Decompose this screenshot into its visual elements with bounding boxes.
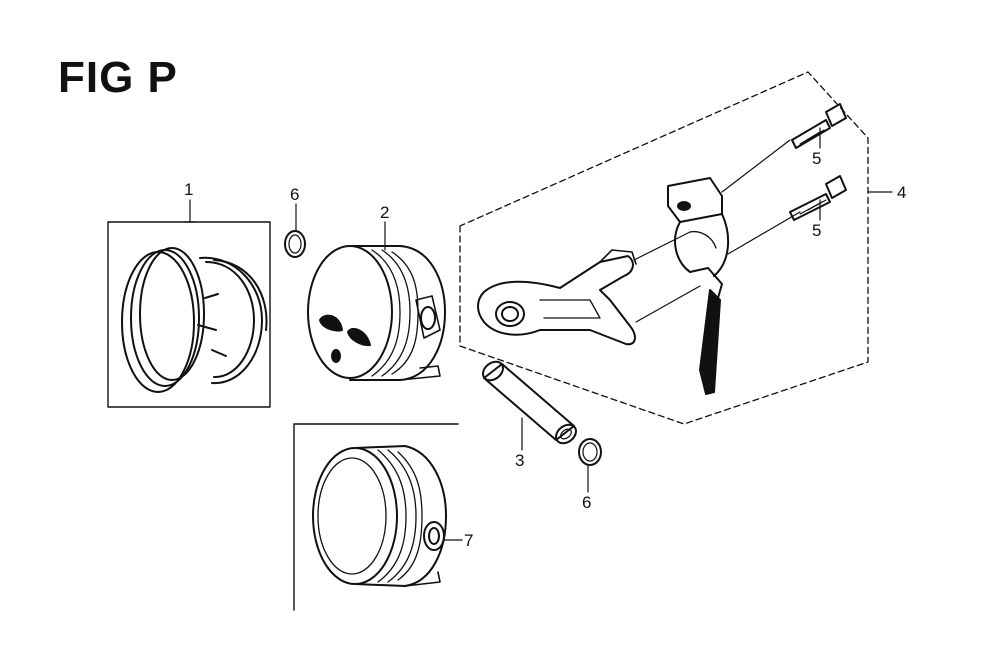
callout-6-right: 6	[582, 493, 592, 512]
rod-bolt-upper[interactable]	[791, 103, 847, 149]
alternate-piston-box	[293, 423, 459, 611]
callout-5-upper: 5	[812, 149, 822, 168]
pin-clip-left[interactable]	[284, 203, 306, 258]
rod-bolt-lower[interactable]	[789, 175, 847, 221]
ring-set-box	[107, 221, 271, 408]
callout-5-lower: 5	[812, 221, 822, 240]
piston[interactable]	[307, 221, 446, 381]
figure-title: FIG P	[58, 53, 178, 102]
pin-clip-right[interactable]	[578, 438, 602, 493]
callout-6-left: 6	[290, 185, 300, 204]
piston-alternate[interactable]	[293, 423, 463, 611]
rod-assembly-dashed-outline	[459, 71, 869, 425]
callout-2: 2	[380, 203, 390, 222]
piston-pin[interactable]	[479, 358, 579, 451]
piston-ring-set[interactable]	[107, 199, 271, 408]
callout-3: 3	[515, 451, 525, 470]
callout-4: 4	[897, 183, 907, 202]
connecting-rod-assembly[interactable]	[459, 71, 893, 425]
callout-1: 1	[184, 180, 194, 199]
callout-7: 7	[464, 531, 474, 550]
